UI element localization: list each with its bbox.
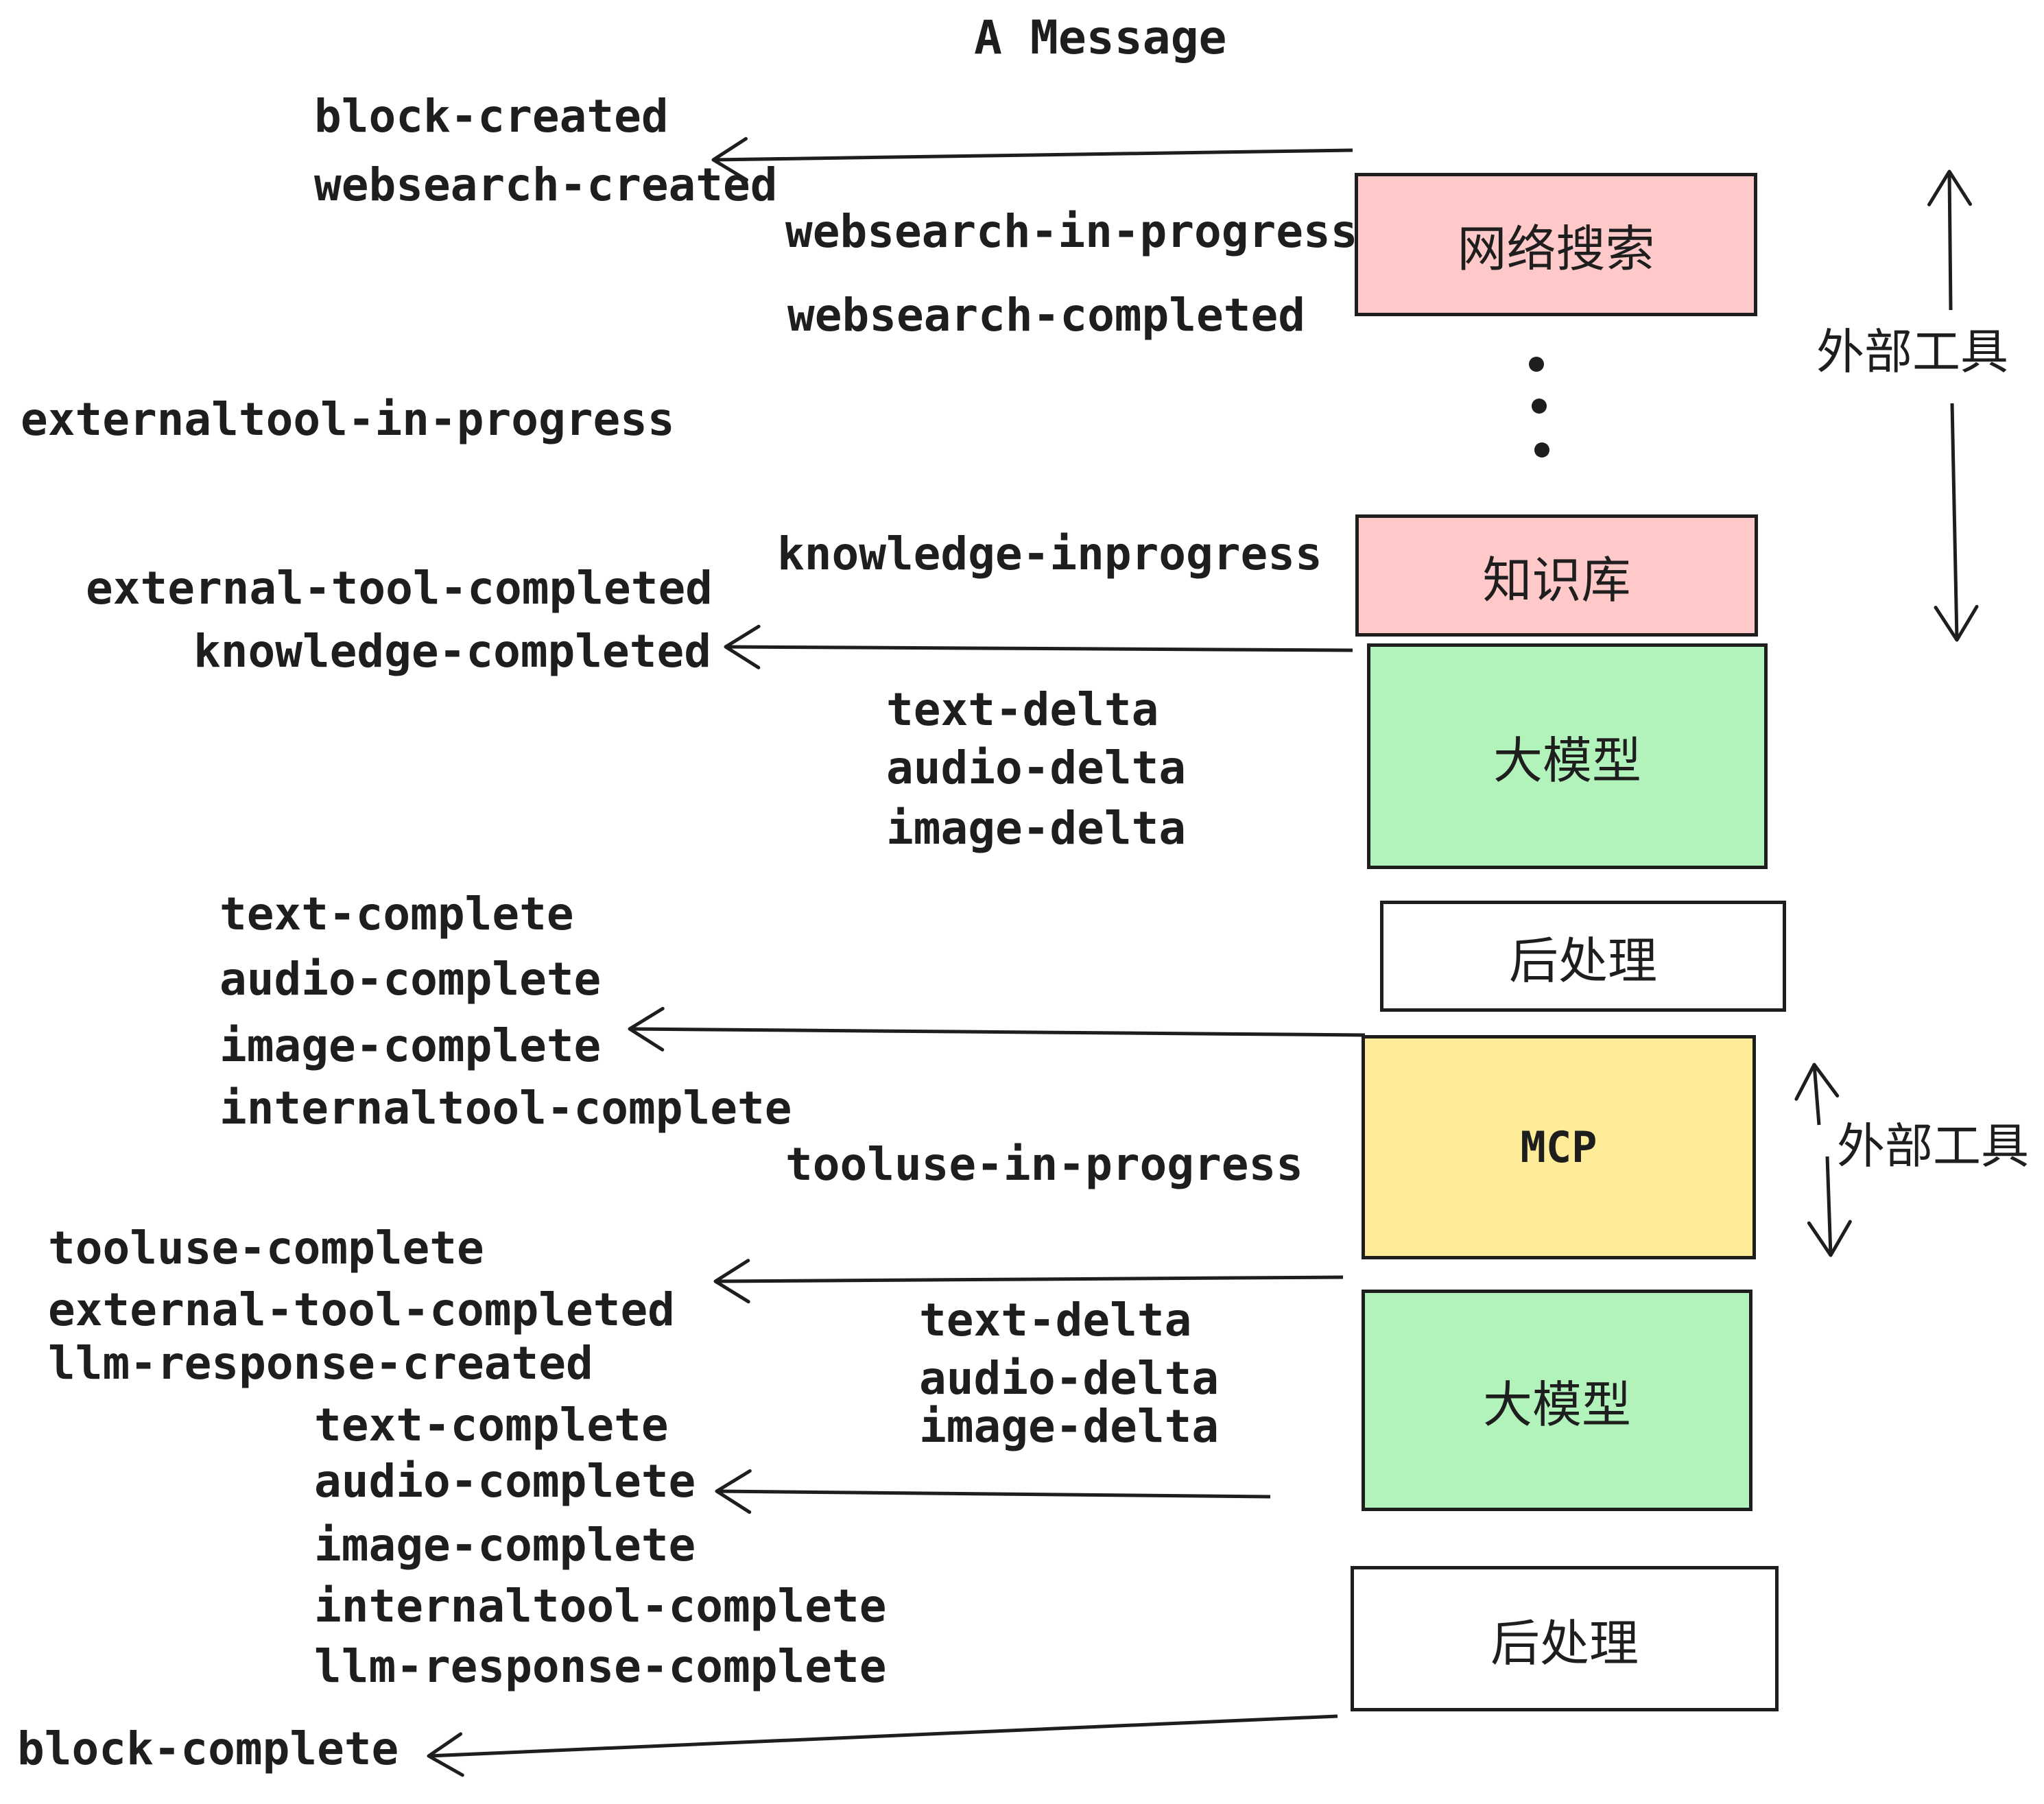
arrow-block-complete	[427, 1714, 1338, 1777]
event-text-delta-1: text-delta	[886, 683, 1159, 736]
box-postprocess-top-label: 后处理	[1508, 934, 1657, 989]
page-title: A Message	[974, 11, 1227, 65]
event-image-delta-1: image-delta	[886, 802, 1187, 855]
event-image-complete-2: image-complete	[314, 1519, 696, 1571]
box-websearch: 网络搜索	[1355, 173, 1757, 316]
arrow-websearch-created	[711, 137, 1353, 182]
event-llm-response-created: llm-response-created	[48, 1337, 593, 1390]
external-tools-arrow-top-down	[1934, 403, 1979, 642]
event-tooluse-in-progress: tooluse-in-progress	[785, 1138, 1303, 1191]
event-internaltool-complete-2: internaltool-complete	[314, 1580, 887, 1633]
event-websearch-created: websearch-created	[314, 158, 778, 211]
box-postprocess-bottom: 后处理	[1351, 1566, 1779, 1711]
box-mcp-label: MCP	[1520, 1122, 1597, 1172]
event-knowledge-inprogress: knowledge-inprogress	[777, 527, 1322, 580]
arrow-tooluse-complete	[713, 1259, 1344, 1304]
arrow-llm-complete	[715, 1469, 1271, 1514]
box-llm-top: 大模型	[1367, 643, 1768, 869]
box-websearch-label: 网络搜索	[1457, 222, 1655, 277]
external-tools-label-top: 外部工具	[1816, 325, 2008, 379]
external-tools-arrow-bottom-up	[1794, 1063, 1840, 1126]
external-tools-arrow-bottom-down	[1807, 1156, 1852, 1257]
box-llm-top-label: 大模型	[1493, 734, 1641, 789]
event-websearch-completed: websearch-completed	[787, 289, 1305, 342]
event-tooluse-complete: tooluse-complete	[48, 1222, 484, 1274]
external-tools-label-bottom: 外部工具	[1837, 1119, 2029, 1173]
event-internaltool-complete-1: internaltool-complete	[219, 1082, 792, 1135]
box-postprocess-top: 后处理	[1380, 901, 1786, 1012]
box-knowledge-label: 知识库	[1482, 553, 1631, 608]
event-block-complete: block-complete	[17, 1722, 399, 1775]
event-externaltool-in-progress: externaltool-in-progress	[21, 393, 675, 446]
arrow-internal-complete	[628, 1006, 1366, 1052]
event-external-tool-completed-2: external-tool-completed	[48, 1283, 675, 1336]
box-mcp: MCP	[1362, 1035, 1756, 1259]
event-audio-complete-1: audio-complete	[219, 953, 602, 1006]
event-audio-delta-2: audio-delta	[919, 1352, 1220, 1405]
box-llm-bottom-label: 大模型	[1482, 1378, 1631, 1433]
arrow-knowledge-completed	[724, 624, 1353, 669]
event-block-created: block-created	[314, 90, 669, 143]
event-audio-delta-1: audio-delta	[886, 741, 1187, 794]
box-knowledge: 知识库	[1355, 514, 1758, 637]
external-tools-arrow-top-up	[1927, 169, 1972, 311]
box-postprocess-bottom-label: 后处理	[1490, 1616, 1639, 1672]
event-llm-response-complete: llm-response-complete	[314, 1640, 887, 1693]
event-image-complete-1: image-complete	[219, 1019, 602, 1072]
event-audio-complete-2: audio-complete	[314, 1455, 696, 1508]
event-external-tool-completed-1: external-tool-completed	[86, 562, 713, 615]
event-text-complete-2: text-complete	[314, 1399, 669, 1451]
ellipsis-dots	[1529, 357, 1549, 458]
event-image-delta-2: image-delta	[919, 1400, 1220, 1453]
box-llm-bottom: 大模型	[1362, 1290, 1752, 1511]
event-text-delta-2: text-delta	[919, 1294, 1192, 1346]
event-knowledge-completed: knowledge-completed	[193, 625, 711, 678]
event-text-complete-1: text-complete	[219, 888, 574, 940]
event-websearch-in-progress: websearch-in-progress	[785, 205, 1358, 258]
